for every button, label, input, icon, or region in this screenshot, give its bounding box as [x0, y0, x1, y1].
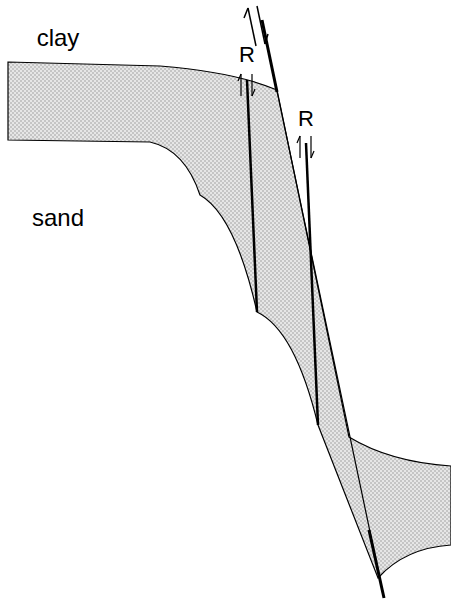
main-fault: [262, 20, 384, 598]
main-fault-bottom: [369, 530, 384, 598]
clay-layer: [8, 62, 451, 578]
layer-label: sand: [32, 206, 84, 230]
riedel-shear: [247, 80, 257, 312]
riedel-shear: [306, 143, 318, 425]
shear-sense-arrows: [238, 74, 314, 158]
fault-sense-arrows: [244, 6, 268, 46]
shear-label: R: [298, 108, 314, 130]
layer-label: clay: [37, 26, 80, 50]
main-fault-top: [262, 20, 277, 92]
shear-label: R: [239, 44, 255, 66]
